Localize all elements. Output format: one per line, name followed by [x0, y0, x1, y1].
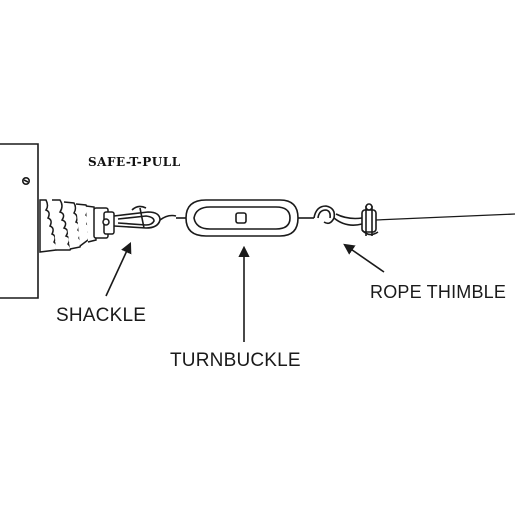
fitting-collar — [93, 207, 115, 239]
turnbuckle — [176, 199, 314, 237]
housing-bolt — [21, 177, 30, 186]
label-shackle: SHACKLE — [56, 305, 147, 326]
shackle — [113, 205, 177, 229]
callout-arrows — [105, 241, 385, 342]
rope-thimble — [313, 203, 379, 236]
safe-t-pull-logo: SAFE-T-PULL — [88, 155, 181, 169]
housing — [0, 143, 39, 299]
shackle-arrow — [105, 241, 132, 297]
label-turnbuckle: TURNBUCKLE — [170, 350, 301, 371]
bellows-boot — [39, 199, 97, 253]
label-rope-thimble: ROPE THIMBLE — [370, 282, 507, 302]
rope-thimble-arrow — [343, 243, 385, 273]
cable — [375, 213, 515, 221]
